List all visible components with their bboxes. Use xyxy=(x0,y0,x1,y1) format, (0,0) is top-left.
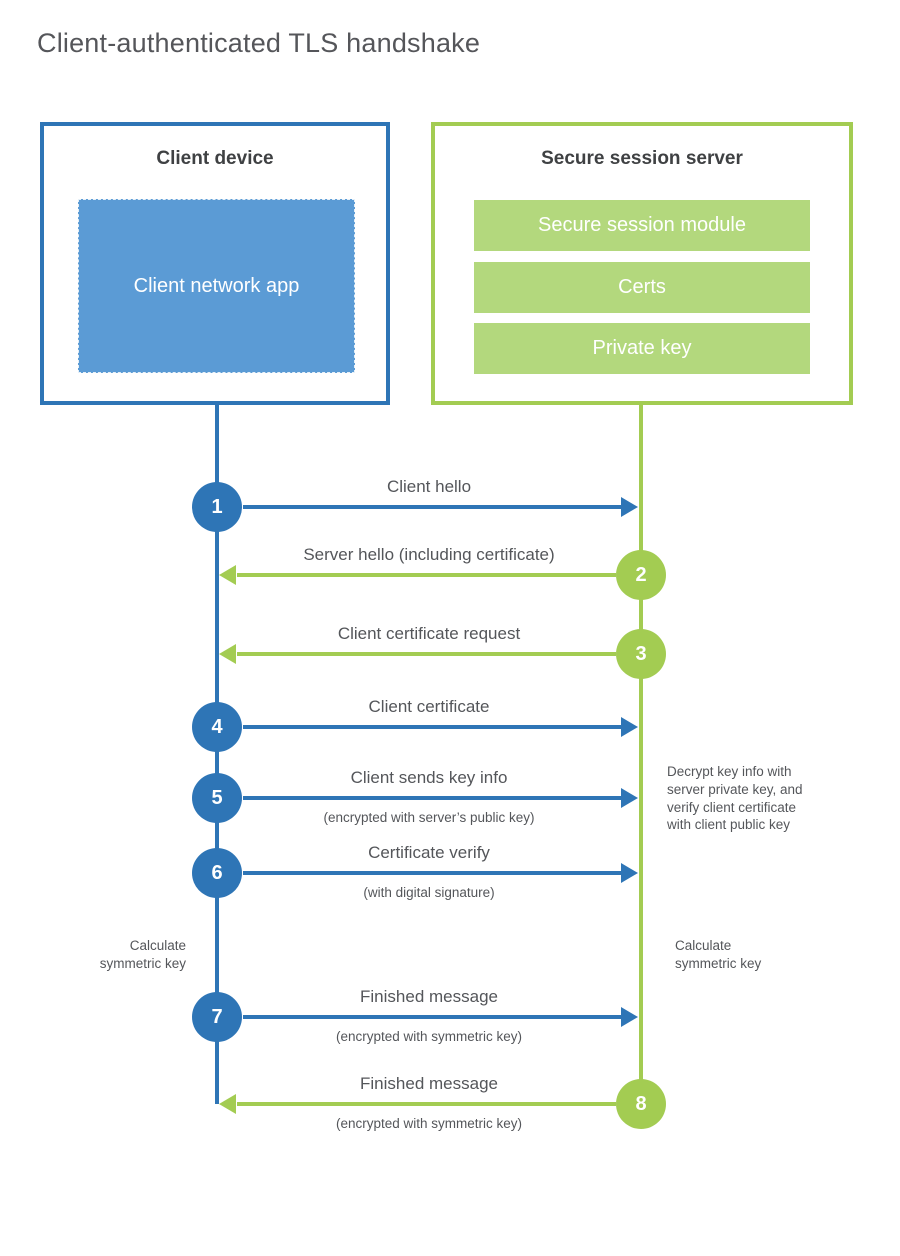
step-3-label: Client certificate request xyxy=(337,624,521,643)
step-8-label: Finished message xyxy=(360,1074,498,1093)
step-7-label: Finished message xyxy=(360,987,498,1006)
server-module-certs: Certs xyxy=(474,262,810,313)
step-8-arrow xyxy=(237,1102,616,1106)
step-1-label: Client hello xyxy=(386,477,472,496)
client-device-title: Client device xyxy=(156,148,274,169)
step-2-label: Server hello (including certificate) xyxy=(303,545,555,564)
client-network-app-box: Client network app xyxy=(78,199,355,373)
step-6-arrowhead-icon xyxy=(621,863,638,883)
step-4-arrow xyxy=(243,725,621,729)
step-5-arrowhead-icon xyxy=(621,788,638,808)
step-5-arrow xyxy=(243,796,621,800)
step-5-badge: 5 xyxy=(192,773,242,823)
step-7-sublabel: (encrypted with symmetric key) xyxy=(335,1029,523,1044)
step-4-arrowhead-icon xyxy=(621,717,638,737)
client-device-box: Client device Client network app xyxy=(40,122,390,405)
client-lifeline xyxy=(215,405,219,1104)
step-1-arrowhead-icon xyxy=(621,497,638,517)
step-1-arrow xyxy=(243,505,621,509)
step-4-badge: 4 xyxy=(192,702,242,752)
page-title: Client-authenticated TLS handshake xyxy=(37,28,481,58)
step-1-badge: 1 xyxy=(192,482,242,532)
step-7-badge: 7 xyxy=(192,992,242,1042)
step-3-arrowhead-icon xyxy=(219,644,236,664)
server-module-secure-session: Secure session module xyxy=(474,200,810,251)
step-3-badge: 3 xyxy=(616,629,666,679)
server-lifeline xyxy=(639,405,643,1104)
step-8-badge: 8 xyxy=(616,1079,666,1129)
step-6-label: Certificate verify xyxy=(368,843,490,862)
step-6-sublabel: (with digital signature) xyxy=(363,885,495,900)
step-4-label: Client certificate xyxy=(368,697,490,716)
step-3-arrow xyxy=(237,652,616,656)
secure-session-server-box: Secure session server Secure session mod… xyxy=(431,122,853,405)
server-decrypt-note: Decrypt key info with server private key… xyxy=(667,764,803,833)
step-8-sublabel: (encrypted with symmetric key) xyxy=(335,1116,523,1131)
client-calculate-symmetric-key-note: Calculate symmetric key xyxy=(99,938,186,971)
step-2-badge: 2 xyxy=(616,550,666,600)
step-7-arrow xyxy=(243,1015,621,1019)
step-7-arrowhead-icon xyxy=(621,1007,638,1027)
step-5-sublabel: (encrypted with server’s public key) xyxy=(323,810,535,825)
server-module-private-key: Private key xyxy=(474,323,810,374)
step-6-arrow xyxy=(243,871,621,875)
server-title: Secure session server xyxy=(541,148,743,169)
step-5-label: Client sends key info xyxy=(350,768,508,787)
step-8-arrowhead-icon xyxy=(219,1094,236,1114)
server-calculate-symmetric-key-note: Calculate symmetric key xyxy=(675,938,762,971)
step-2-arrow xyxy=(237,573,616,577)
step-6-badge: 6 xyxy=(192,848,242,898)
step-2-arrowhead-icon xyxy=(219,565,236,585)
